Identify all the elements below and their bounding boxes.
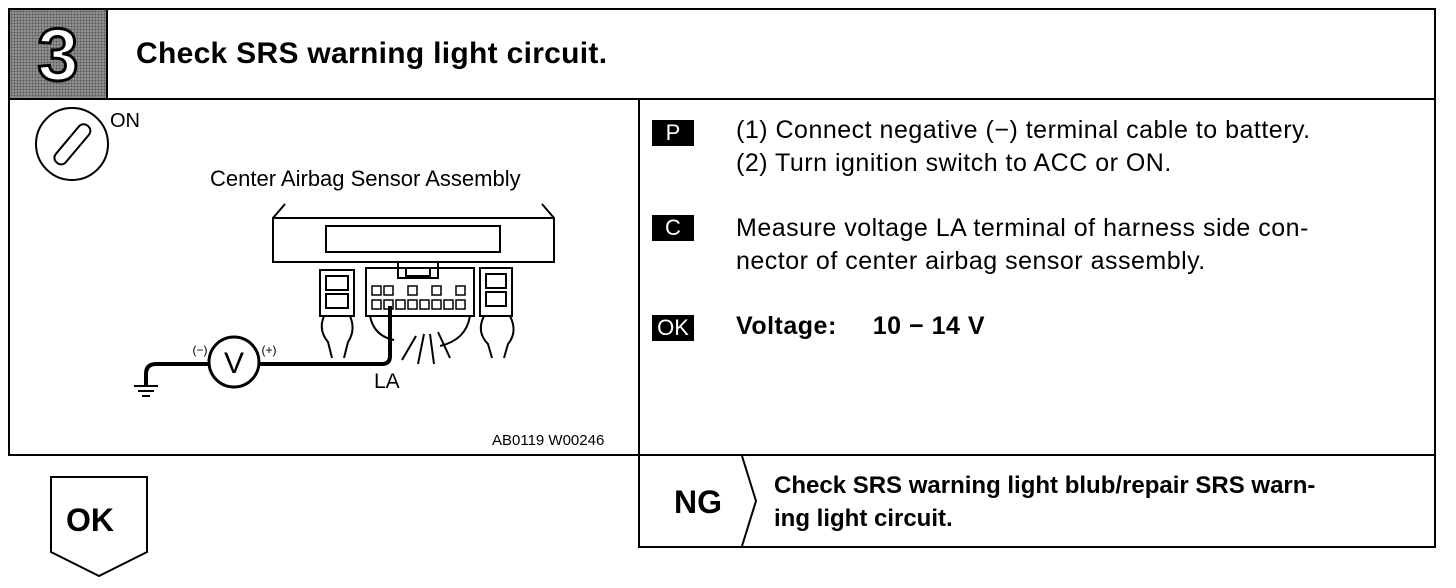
check-badge: C: [652, 215, 694, 241]
voltmeter-icon: V (−) (+): [193, 335, 277, 389]
ng-action-line-1: Check SRS warning light blub/repair SRS …: [774, 472, 1316, 499]
ground-icon: [134, 385, 158, 397]
ok-spec-label: Voltage:: [736, 312, 837, 340]
ground-wire: [144, 362, 210, 386]
ok-spec: Voltage: 10 − 14 V: [736, 310, 985, 343]
figure-code: AB0119 W00246: [492, 432, 605, 449]
step-header: 3 Check SRS warning light circuit.: [8, 8, 1436, 100]
voltmeter-symbol: V: [224, 347, 244, 380]
sensor-assembly-body: [272, 203, 555, 263]
ok-spec-value: 10 − 14 V: [872, 312, 985, 340]
terminal-label: LA: [374, 370, 400, 393]
ok-result-label: OK: [66, 502, 114, 538]
step-title: Check SRS warning light circuit.: [136, 37, 608, 70]
ok-badge: OK: [652, 315, 694, 341]
step-number: 3: [36, 11, 80, 97]
wiring-diagram: V (−) (+): [35, 107, 555, 397]
ng-action-line-2: ing light circuit.: [774, 505, 953, 532]
check-text-line-1: Measure voltage LA terminal of harness s…: [736, 214, 1309, 242]
check-text-line-2: nector of center airbag sensor assembly.: [736, 247, 1206, 275]
ng-panel: NG Check SRS warning light blub/repair S…: [638, 454, 1436, 548]
ignition-key-icon: [35, 107, 109, 181]
ng-label: NG: [674, 484, 722, 520]
probe-wire: [258, 306, 392, 366]
right-connector: [479, 267, 515, 359]
prepare-badge: P: [652, 120, 694, 146]
voltmeter-negative-label: (−): [193, 343, 208, 357]
prepare-step-2: (2) Turn ignition switch to ACC or ON.: [736, 149, 1172, 177]
instructions-panel: P (1) Connect negative (−) terminal cabl…: [638, 98, 1436, 456]
left-connector: [319, 269, 355, 359]
center-harness-connector: [365, 261, 475, 365]
prepare-step-1: (1) Connect negative (−) terminal cable …: [736, 116, 1311, 144]
component-label: Center Airbag Sensor Assembly: [210, 166, 521, 191]
step-number-badge: 3: [10, 10, 108, 98]
ok-result-arrow: [50, 476, 148, 578]
ng-arrow-divider: [741, 456, 758, 546]
ignition-on-label: ON: [110, 110, 140, 132]
voltmeter-positive-label: (+): [262, 343, 277, 357]
figure-panel: V (−) (+) ON Center Airbag Sensor Assemb…: [8, 98, 640, 456]
